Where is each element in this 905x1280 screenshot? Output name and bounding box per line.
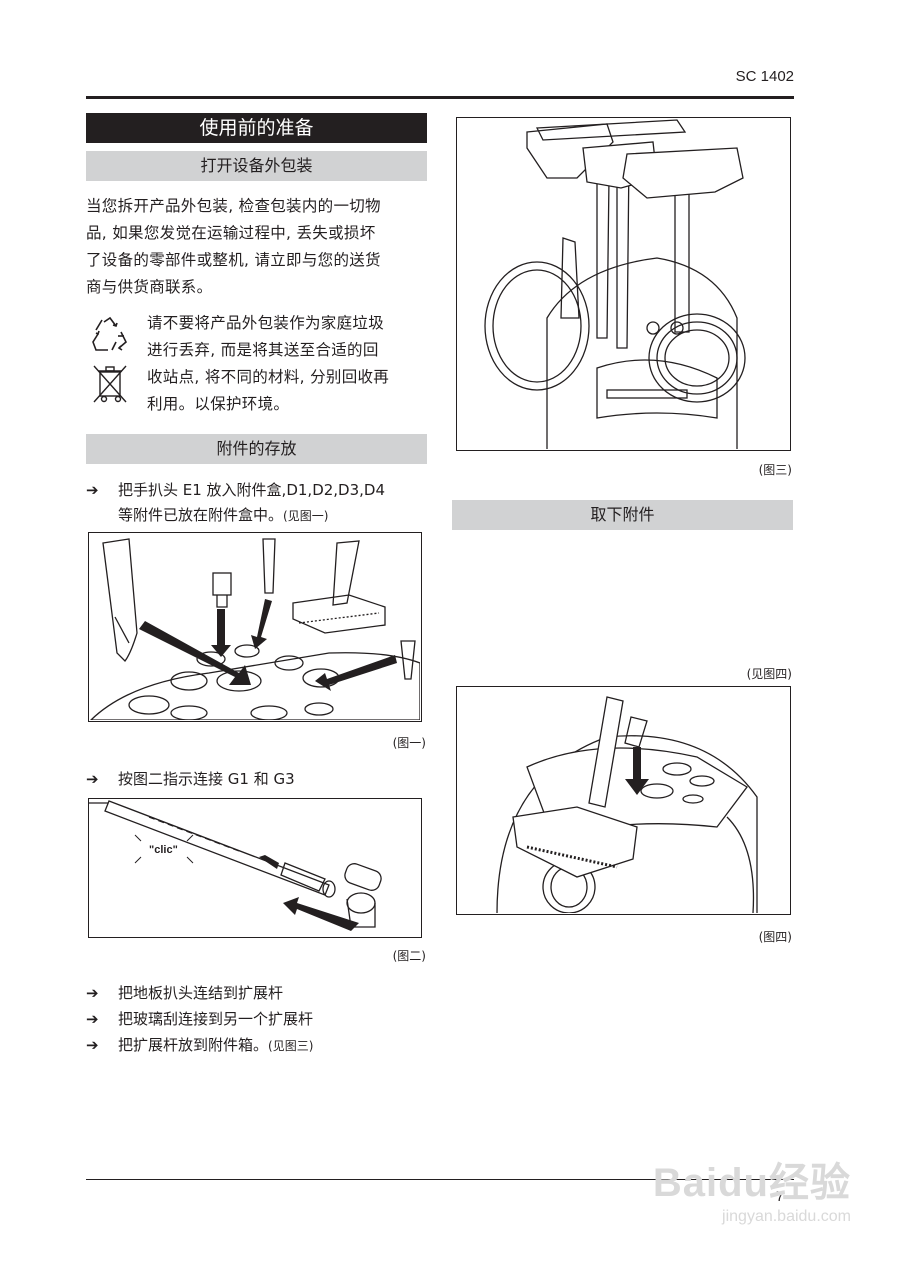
hose-connection-illustration: "clic" [89, 800, 382, 931]
environment-line: 利用。以保护环境。 [147, 395, 290, 413]
environment-paragraph: 请不要将产品外包装作为家庭垃圾 进行丢弃, 而是将其送至合适的回 收站点, 将不… [147, 310, 437, 418]
figure-reference: (见图四) [746, 667, 792, 681]
figure-3-caption: (图三) [758, 463, 792, 477]
environment-line: 请不要将产品外包装作为家庭垃圾 [147, 314, 385, 332]
figure-reference: (见图三) [268, 1039, 314, 1053]
bullet-item: ➔ 按图二指示连接 G1 和 G3 [86, 767, 436, 793]
crossed-bin-icon [93, 365, 127, 403]
unpack-section-title: 打开设备外包装 [86, 151, 427, 181]
arrow-right-icon: ➔ [86, 770, 99, 788]
stored-accessories-illustration [484, 119, 746, 449]
unpack-line: 品, 如果您发觉在运输过程中, 丢失或损坏 [86, 224, 376, 242]
baidu-watermark: Baidu经验 jingyan.baidu.com [653, 1150, 851, 1226]
figure-2-caption: (图二) [392, 949, 426, 963]
recycle-icon [92, 316, 127, 351]
remove-section-title: 取下附件 [452, 500, 793, 530]
bullet-item: ➔ 把玻璃刮连接到另一个扩展杆 [86, 1007, 436, 1033]
accessory-box-illustration [90, 538, 420, 720]
bullet-text: 把地板扒头连结到扩展杆 [118, 984, 284, 1002]
unpack-line: 当您拆开产品外包装, 检查包装内的一切物 [86, 197, 381, 215]
unpack-paragraph: 当您拆开产品外包装, 检查包装内的一切物 品, 如果您发觉在运输过程中, 丢失或… [86, 193, 436, 301]
bullet-item: ➔ 把地板扒头连结到扩展杆 [86, 981, 436, 1007]
bullet-text: 按图二指示连接 G1 和 G3 [118, 770, 295, 788]
footer-rule [86, 1179, 794, 1180]
figure-reference: (见图一) [283, 509, 329, 523]
bullet-item: ➔ 把扩展杆放到附件箱。(见图三) [86, 1033, 436, 1059]
bullet-text: 把扩展杆放到附件箱。 [118, 1036, 269, 1054]
unpack-line: 了设备的零部件或整机, 请立即与您的送货 [86, 251, 381, 269]
environment-line: 进行丢弃, 而是将其送至合适的回 [147, 341, 379, 359]
figure-3 [456, 117, 791, 451]
model-number: SC 1402 [735, 68, 794, 85]
figure-4-caption: (图四) [758, 930, 792, 944]
figure-4 [456, 686, 791, 915]
unpack-line: 商与供货商联系。 [86, 278, 213, 296]
environment-line: 收站点, 将不同的材料, 分别回收再 [147, 368, 390, 386]
bullet-text: 把手扒头 E1 放入附件盒,D1,D2,D3,D4 [118, 481, 386, 499]
arrow-right-icon: ➔ [86, 1010, 99, 1028]
figure-1 [88, 532, 422, 722]
click-label: "clic" [149, 844, 178, 856]
remove-accessory-illustration [496, 696, 758, 913]
arrow-right-icon: ➔ [86, 984, 99, 1002]
bullet-text: 把玻璃刮连接到另一个扩展杆 [118, 1010, 314, 1028]
watermark-logo-text: Baidu经验 [652, 1161, 851, 1205]
arrow-right-icon: ➔ [86, 1036, 99, 1054]
header-rule [86, 96, 794, 99]
watermark-url: jingyan.baidu.com [722, 1208, 851, 1225]
bullet-text: 等附件已放在附件盒中。 [118, 506, 284, 524]
main-section-title: 使用前的准备 [86, 113, 427, 143]
arrow-right-icon: ➔ [86, 481, 99, 499]
figure-2: "clic" [88, 798, 422, 938]
figure-1-caption: (图一) [392, 736, 426, 750]
bullet-item: ➔ 把手扒头 E1 放入附件盒,D1,D2,D3,D4 等附件已放在附件盒中。(… [86, 478, 436, 530]
storage-section-title: 附件的存放 [86, 434, 427, 464]
page-number: 7 [776, 1188, 784, 1204]
